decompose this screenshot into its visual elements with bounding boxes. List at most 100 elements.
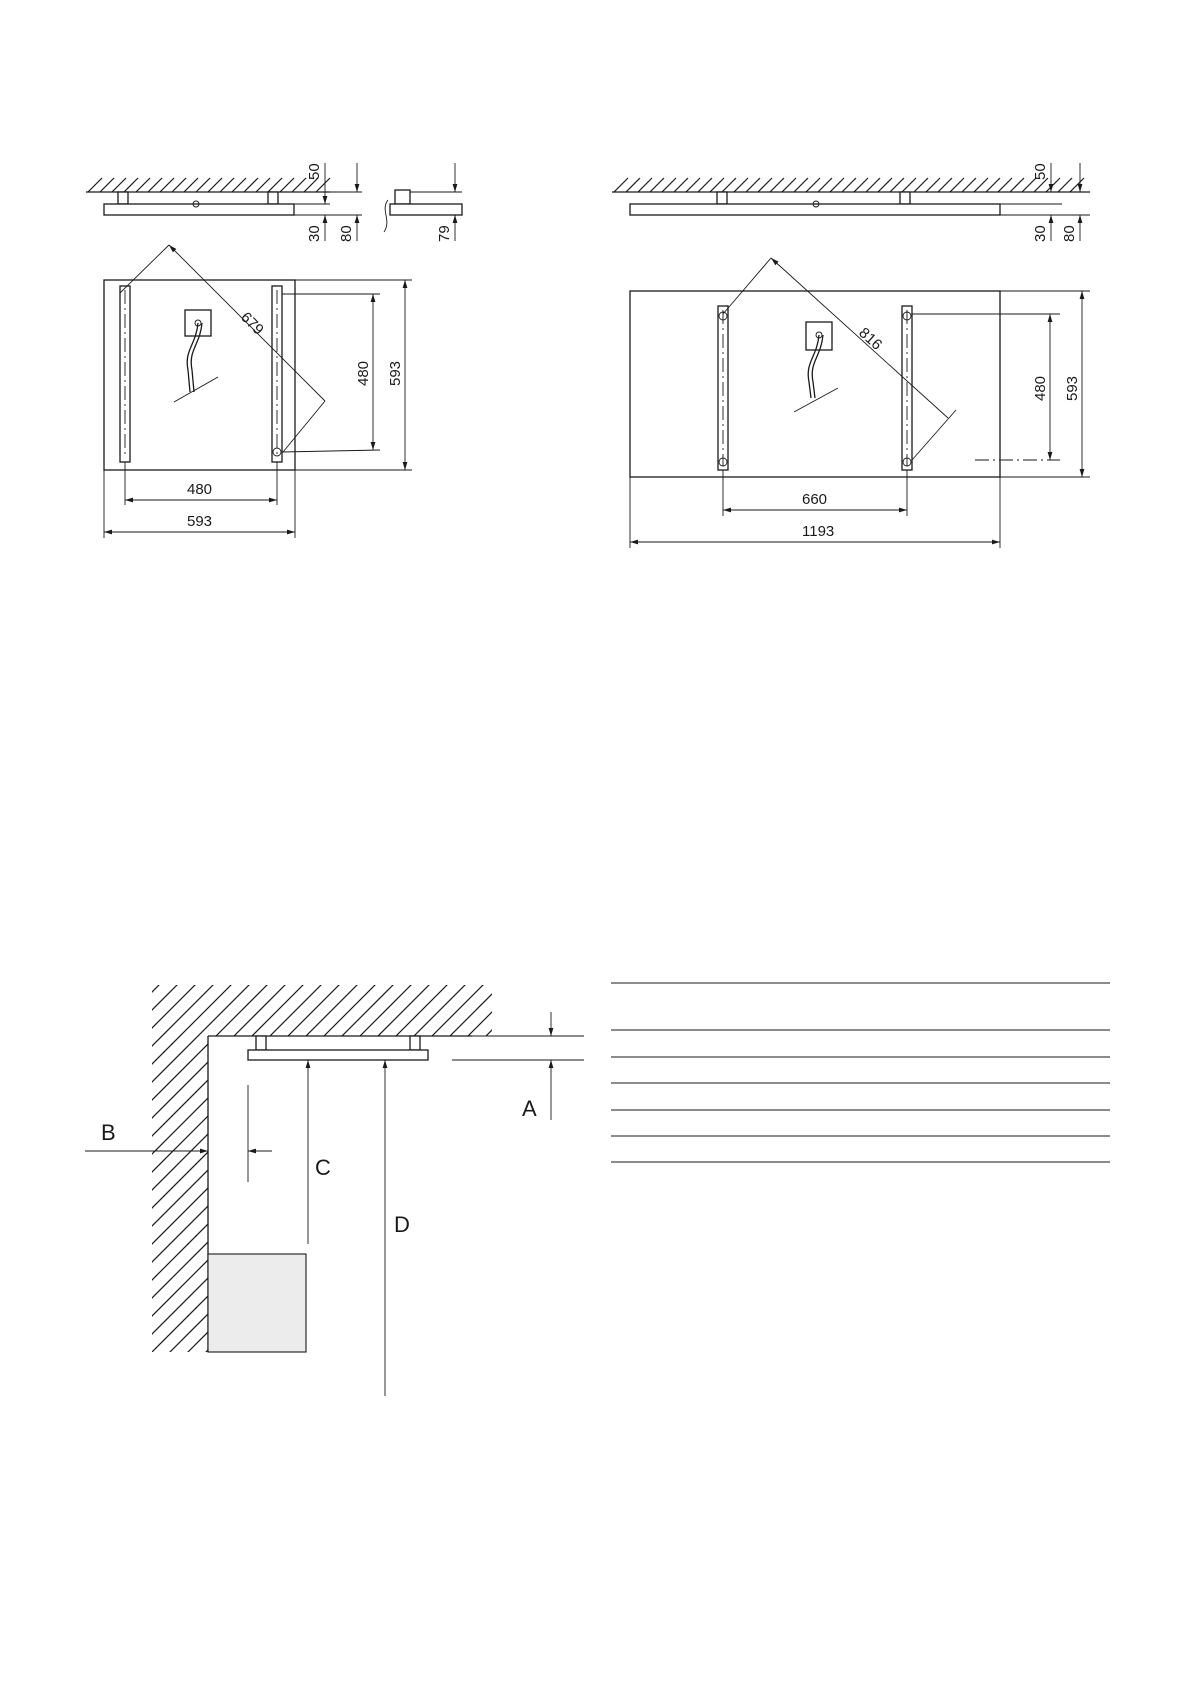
hatch-line bbox=[961, 177, 977, 193]
hatch-line bbox=[685, 177, 701, 193]
hatch-line bbox=[152, 985, 492, 1257]
hatch-line bbox=[152, 1069, 492, 1352]
hatch-line bbox=[152, 985, 492, 1352]
hatch-line bbox=[219, 177, 235, 193]
hatch-line bbox=[152, 1159, 492, 1352]
hatch-line bbox=[937, 177, 953, 193]
hatch-line bbox=[152, 985, 492, 1311]
hatch-line bbox=[152, 985, 492, 1005]
dim-480-v-small: 480 bbox=[355, 361, 372, 386]
small-panel-front-view: 679 480 593 480 593 bbox=[103, 244, 412, 538]
hatch-line bbox=[152, 985, 492, 1293]
hatch-line bbox=[207, 177, 223, 193]
hatch-line bbox=[925, 177, 941, 193]
hatch-line bbox=[152, 985, 492, 1023]
hatch-line bbox=[152, 985, 492, 1185]
hatch-line bbox=[733, 177, 749, 193]
dim-480-h-small: 480 bbox=[187, 481, 212, 498]
hatch-line bbox=[853, 177, 869, 193]
hatch-line bbox=[1057, 177, 1073, 193]
hatch-line bbox=[697, 177, 713, 193]
hatch-line bbox=[829, 177, 845, 193]
dim-593-h-small: 593 bbox=[187, 513, 212, 530]
hatch-line bbox=[152, 985, 492, 1203]
label-d: D bbox=[394, 1212, 410, 1237]
label-a: A bbox=[522, 1096, 537, 1121]
hatch-line bbox=[997, 177, 1013, 193]
hatch-line bbox=[152, 985, 492, 1275]
dim-80-large: 80 bbox=[1061, 225, 1078, 242]
hatch-line bbox=[152, 985, 492, 1352]
dim-660-h-large: 660 bbox=[802, 491, 827, 508]
hatch-line bbox=[152, 1087, 492, 1352]
hatch-line bbox=[243, 177, 259, 193]
hatch-line bbox=[793, 177, 809, 193]
hatch-line bbox=[745, 177, 761, 193]
hatch-line bbox=[1021, 177, 1037, 193]
hatch-line bbox=[152, 985, 492, 1352]
hatch-line bbox=[152, 985, 492, 1352]
hatch-line bbox=[781, 177, 797, 193]
hatch-line bbox=[152, 1123, 492, 1352]
hatch-line bbox=[147, 177, 163, 193]
hatch-line bbox=[1069, 177, 1085, 193]
dim-1193-h-large: 1193 bbox=[802, 523, 834, 540]
hatch-line bbox=[291, 177, 307, 193]
hatch-line bbox=[231, 177, 247, 193]
hatch-line bbox=[152, 985, 492, 1167]
hatch-line bbox=[279, 177, 295, 193]
clearance-table bbox=[611, 982, 1110, 1163]
dim-30-small: 30 bbox=[306, 225, 323, 242]
label-c: C bbox=[315, 1155, 331, 1180]
hatch-line bbox=[111, 177, 127, 193]
hatch-line bbox=[817, 177, 833, 193]
hatch-line bbox=[673, 177, 689, 193]
hatch-line bbox=[841, 177, 857, 193]
hatch-line bbox=[865, 177, 881, 193]
large-panel-side-view: 50 30 80 bbox=[612, 163, 1090, 242]
hatch-line bbox=[152, 985, 492, 1329]
hatch-line bbox=[152, 985, 492, 1149]
hatch-line bbox=[152, 985, 492, 1077]
dim-480-v-large: 480 bbox=[1032, 376, 1049, 401]
hatch-line bbox=[661, 177, 677, 193]
hatch-line bbox=[889, 177, 905, 193]
hatch-line bbox=[901, 177, 917, 193]
hatch-line bbox=[303, 177, 319, 193]
hatch-line bbox=[913, 177, 929, 193]
hatch-line bbox=[877, 177, 893, 193]
hatch-line bbox=[625, 177, 641, 193]
small-panel-edge-detail: 79 bbox=[383, 163, 463, 242]
hatch-line bbox=[985, 177, 1001, 193]
hatch-line bbox=[152, 985, 492, 1095]
hatch-line bbox=[805, 177, 821, 193]
hatch-line bbox=[649, 177, 665, 193]
hatch-line bbox=[973, 177, 989, 193]
label-b: B bbox=[101, 1120, 116, 1145]
hatch-line bbox=[152, 985, 492, 1239]
dim-30-large: 30 bbox=[1032, 225, 1049, 242]
dim-50-small: 50 bbox=[306, 163, 323, 180]
hatch-line bbox=[709, 177, 725, 193]
hatch-line bbox=[1009, 177, 1025, 193]
hatch-line bbox=[637, 177, 653, 193]
hatch-line bbox=[152, 985, 492, 1059]
hatch-line bbox=[152, 1105, 492, 1352]
hatch-line bbox=[769, 177, 785, 193]
hatch-line bbox=[183, 177, 199, 193]
hatch-line bbox=[1033, 177, 1049, 193]
hatch-line bbox=[267, 177, 283, 193]
hatch-line bbox=[87, 177, 103, 193]
hatch-line bbox=[171, 177, 187, 193]
hatch-line bbox=[721, 177, 737, 193]
dim-593-v-small: 593 bbox=[387, 361, 404, 386]
hatch-line bbox=[152, 985, 492, 1041]
dim-50-large: 50 bbox=[1032, 163, 1049, 180]
hatch-line bbox=[757, 177, 773, 193]
hatch-line bbox=[315, 177, 331, 193]
small-panel-side-view: 50 30 80 bbox=[86, 163, 362, 242]
hatch-line bbox=[613, 177, 629, 193]
hatch-line bbox=[152, 985, 492, 1352]
large-panel-front-view: 816 480 593 660 1193 bbox=[629, 257, 1090, 548]
